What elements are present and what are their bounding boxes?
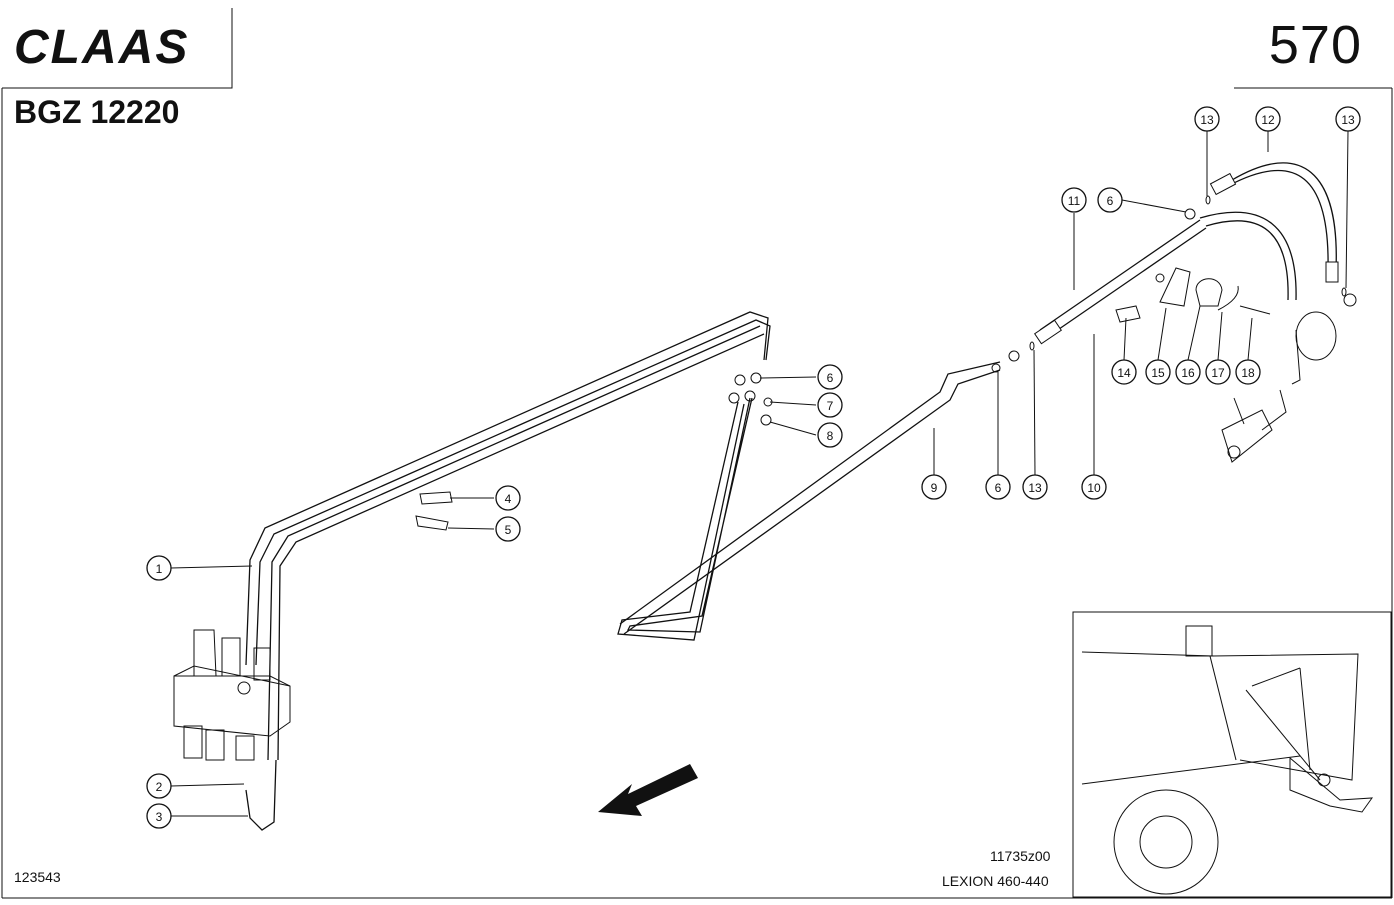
callout-10: 10 — [1081, 474, 1107, 500]
svg-text:13: 13 — [1200, 113, 1214, 127]
brackets-14-18 — [1115, 267, 1271, 323]
hydraulic-hose-12 — [1209, 162, 1339, 283]
callout-8: 8 — [817, 422, 843, 448]
overview-inset — [1072, 611, 1392, 898]
svg-text:8: 8 — [827, 429, 834, 443]
svg-text:18: 18 — [1241, 366, 1255, 380]
svg-text:3: 3 — [156, 810, 163, 824]
page-number: 570 — [1268, 15, 1362, 75]
svg-text:16: 16 — [1181, 366, 1195, 380]
svg-text:11: 11 — [1068, 194, 1081, 208]
hydraulic-pipe-9 — [617, 361, 1001, 641]
doc-code: BGZ 12220 — [14, 94, 180, 130]
hydraulic-hose-10-11 — [1034, 211, 1297, 345]
callout-leaders — [170, 130, 1349, 817]
svg-text:17: 17 — [1211, 366, 1225, 380]
svg-text:5: 5 — [505, 523, 512, 537]
callout-13b: 13 — [1194, 106, 1220, 132]
control-valve-block — [173, 629, 291, 761]
drawing-number: 11735z00 — [990, 848, 1051, 864]
svg-text:CLAAS: CLAAS — [14, 21, 189, 74]
callout-17: 17 — [1205, 359, 1231, 385]
fittings-6-13-right — [991, 195, 1347, 373]
svg-text:12: 12 — [1261, 113, 1275, 127]
callout-4: 4 — [495, 485, 521, 511]
fittings-6-7-8 — [728, 372, 773, 426]
svg-text:6: 6 — [995, 481, 1002, 495]
callout-1: 1 — [146, 555, 172, 581]
sheet-border — [1, 8, 1393, 899]
hydraulic-pipe-1 — [245, 311, 771, 831]
svg-text:13: 13 — [1028, 481, 1042, 495]
svg-text:9: 9 — [931, 481, 938, 495]
callout-6a: 6 — [817, 364, 843, 390]
callout-12: 12 — [1255, 106, 1281, 132]
svg-text:14: 14 — [1117, 366, 1131, 380]
svg-text:13: 13 — [1341, 113, 1355, 127]
svg-text:6: 6 — [1107, 194, 1114, 208]
callout-3: 3 — [146, 803, 172, 829]
callout-13a: 13 — [1022, 474, 1048, 500]
callout-14: 14 — [1111, 359, 1137, 385]
callout-5: 5 — [495, 516, 521, 542]
svg-text:1: 1 — [156, 562, 163, 576]
sheet-id: 123543 — [14, 869, 61, 885]
svg-text:15: 15 — [1151, 366, 1165, 380]
callout-13c: 13 — [1335, 106, 1361, 132]
model-label: LEXION 460-440 — [942, 873, 1049, 889]
callout-18: 18 — [1235, 359, 1261, 385]
callout-2: 2 — [146, 773, 172, 799]
svg-text:4: 4 — [505, 492, 512, 506]
svg-text:2: 2 — [156, 780, 163, 794]
callout-15: 15 — [1145, 359, 1171, 385]
svg-text:6: 6 — [827, 371, 834, 385]
callout-6b: 6 — [985, 474, 1011, 500]
cylinder-assembly — [1221, 293, 1357, 463]
direction-arrow — [598, 764, 698, 816]
callout-16: 16 — [1175, 359, 1201, 385]
callout-7: 7 — [817, 392, 843, 418]
callout-6c: 6 — [1097, 187, 1123, 213]
callout-9: 9 — [921, 474, 947, 500]
callout-11: 11 — [1061, 187, 1087, 213]
claas-logo: CLAAS — [14, 21, 189, 74]
clamp-4-5 — [415, 491, 453, 531]
svg-text:10: 10 — [1087, 481, 1101, 495]
svg-text:7: 7 — [827, 399, 834, 413]
